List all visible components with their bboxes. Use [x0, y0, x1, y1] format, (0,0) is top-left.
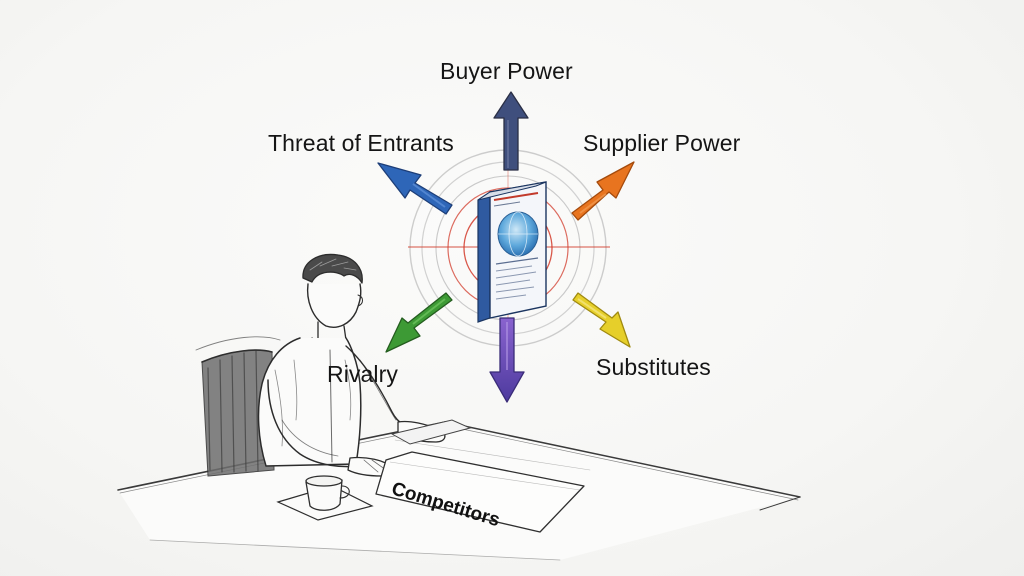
bottom-arrow	[489, 317, 525, 403]
office-chair-sketch	[195, 336, 281, 477]
coffee-cup-icon	[276, 475, 374, 521]
report-book-icon	[477, 181, 547, 323]
threat-of-entrants-label: Threat of Entrants	[268, 130, 454, 156]
substitutes-arrow	[572, 292, 631, 348]
supplier-power-arrow	[571, 161, 635, 221]
keyboard-sketch	[390, 419, 472, 445]
rivalry-arrow	[385, 292, 453, 353]
supplier-power-label: Supplier Power	[583, 130, 741, 156]
buyer-power-arrow	[493, 91, 529, 171]
competitors-paper	[375, 451, 585, 533]
rivalry-label: Rivalry	[327, 361, 398, 387]
threat-of-entrants-arrow	[377, 162, 453, 215]
buyer-power-label: Buyer Power	[440, 58, 573, 84]
substitutes-label: Substitutes	[596, 354, 711, 380]
